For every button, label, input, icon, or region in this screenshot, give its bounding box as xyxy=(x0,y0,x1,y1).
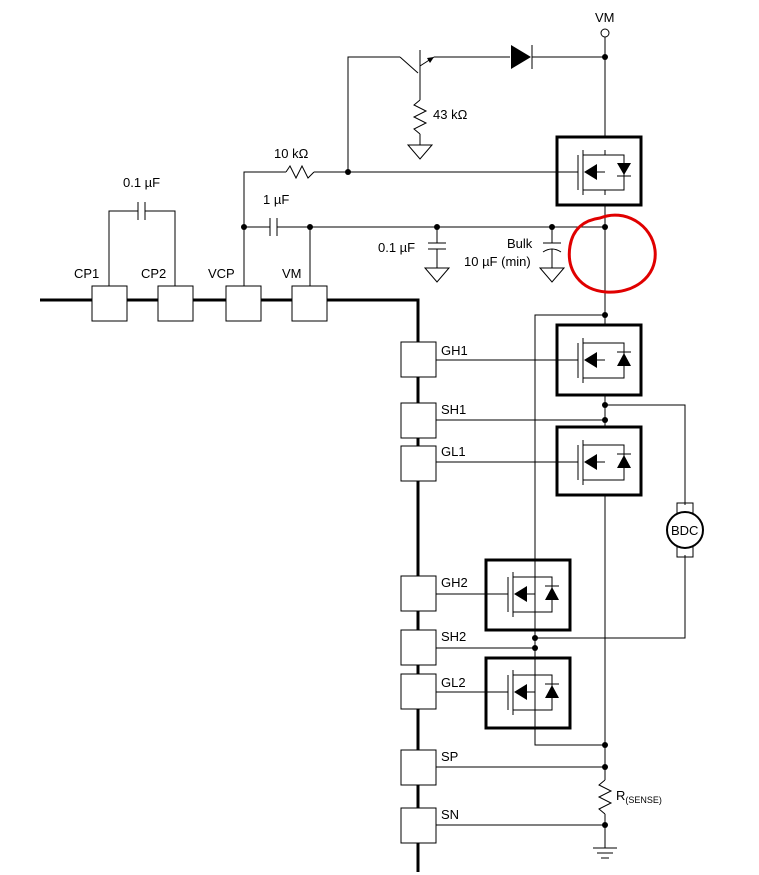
pin-cp1-label: CP1 xyxy=(74,266,99,281)
pin-sh1-box xyxy=(400,402,437,439)
flying-cap-label: 0.1 µF xyxy=(123,175,160,190)
sense-resistor-r: R xyxy=(616,788,625,803)
bulk-cap-value: 10 µF (min) xyxy=(464,254,531,269)
motor-symbol: BDC xyxy=(666,502,704,558)
pin-vm-label: VM xyxy=(282,266,302,281)
pin-sn-label: SN xyxy=(441,807,459,822)
pin-gl2-box xyxy=(400,673,437,710)
pin-sp-box xyxy=(400,749,437,786)
mosfet-protect xyxy=(555,135,643,207)
mosfet-hs2 xyxy=(436,558,572,632)
sense-resistor-label: R(SENSE) xyxy=(616,788,662,805)
pin-gh2-box xyxy=(400,575,437,612)
vcp-cap-label: 1 µF xyxy=(263,192,289,207)
pin-sh1-label: SH1 xyxy=(441,402,466,417)
mosfet-hs1 xyxy=(436,323,643,397)
pin-vcp-label: VCP xyxy=(208,266,235,281)
pin-sp-label: SP xyxy=(441,749,458,764)
sense-resistor-sub: (SENSE) xyxy=(625,795,662,805)
vm-supply-label: VM xyxy=(595,10,615,25)
vcp-network: 10 kΩ 1 µF 0.1 µF Bulk 10 µF (min) xyxy=(243,146,605,286)
pin-gl2-label: GL2 xyxy=(441,675,466,690)
ic-outline xyxy=(40,298,420,872)
annotation-circle xyxy=(567,213,657,294)
bulk-cap-name: Bulk xyxy=(507,236,533,251)
pin-gl1-box xyxy=(400,445,437,482)
pin-gh1-box xyxy=(400,341,437,378)
junction-dots xyxy=(241,54,608,828)
pin-sh2-box xyxy=(400,629,437,666)
base-resistor-label: 43 kΩ xyxy=(433,107,468,122)
pin-gh2-label: GH2 xyxy=(441,575,468,590)
side-pins: GH1 SH1 GL1 GH2 SH2 GL2 SP SN xyxy=(400,341,468,844)
pin-cp1-box xyxy=(91,285,128,322)
top-pins: CP1 CP2 VCP VM xyxy=(74,266,328,322)
charge-resistor-label: 10 kΩ xyxy=(274,146,309,161)
flying-capacitor: 0.1 µF xyxy=(108,175,176,286)
pin-gh1-label: GH1 xyxy=(441,343,468,358)
pin-sn-box xyxy=(400,807,437,844)
bridge-wiring: R(SENSE) xyxy=(436,314,686,859)
pin-cp2-box xyxy=(157,285,194,322)
mosfet-ls2 xyxy=(436,656,572,730)
mosfet-ls1 xyxy=(436,425,643,497)
pin-vcp-box xyxy=(225,285,262,322)
vm-cap-label: 0.1 µF xyxy=(378,240,415,255)
pin-gl1-label: GL1 xyxy=(441,444,466,459)
motor-label: BDC xyxy=(671,523,698,538)
pin-vm-box xyxy=(291,285,328,322)
pin-sh2-label: SH2 xyxy=(441,629,466,644)
reverse-protection-network: 43 kΩ xyxy=(347,45,605,172)
pin-cp2-label: CP2 xyxy=(141,266,166,281)
